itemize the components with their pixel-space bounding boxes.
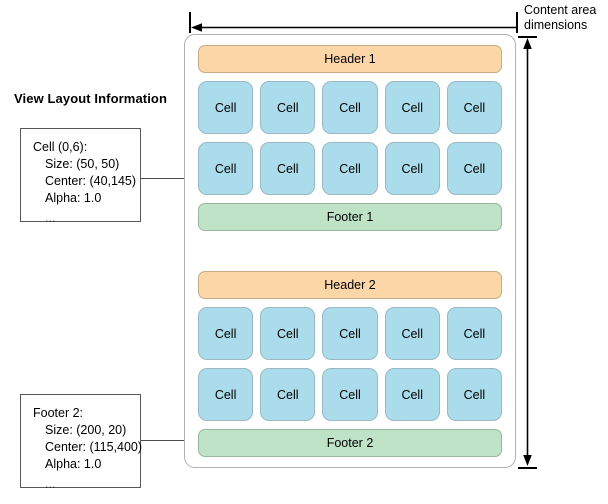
- cell[interactable]: Cell: [198, 81, 254, 134]
- cell[interactable]: Cell: [446, 368, 503, 421]
- width-arrow-icon: [191, 23, 516, 32]
- content-area-dimensions-label: Content area dimensions: [524, 3, 597, 32]
- cell[interactable]: Cell: [260, 81, 316, 134]
- cell[interactable]: Cell: [322, 368, 378, 421]
- header-bar-1: Header 1: [198, 45, 502, 73]
- section-1: Header 1 Cell Cell Cell Cell Cell Cell C…: [198, 45, 503, 231]
- info-line: Size: (50, 50): [45, 157, 120, 171]
- info-line: Cell (0,6):: [33, 140, 88, 154]
- info-line: Footer 2:: [33, 406, 84, 420]
- cell[interactable]: Cell: [198, 307, 254, 360]
- height-tick-bottom: [518, 467, 537, 469]
- cell-row: Cell Cell Cell Cell Cell: [198, 307, 503, 360]
- info-line: Size: (200, 20): [45, 423, 127, 437]
- cell-row: Cell Cell Cell Cell Cell: [198, 368, 503, 421]
- section-2: Header 2 Cell Cell Cell Cell Cell Cell C…: [198, 271, 503, 457]
- cell[interactable]: Cell: [260, 142, 316, 195]
- width-tick-right: [516, 12, 518, 33]
- cell[interactable]: Cell: [260, 307, 316, 360]
- cell-0-6[interactable]: Cell: [198, 142, 254, 195]
- page-title: View Layout Information: [14, 91, 168, 106]
- cell-row: Cell Cell Cell Cell Cell: [198, 142, 503, 195]
- footer-bar-1: Footer 1: [198, 203, 502, 231]
- info-line-ellipsis: ...: [45, 477, 56, 491]
- cell-info-callout: Cell (0,6): Size: (50, 50) Center: (40,1…: [20, 128, 141, 225]
- callout-connector-line-cell: [141, 178, 208, 179]
- info-line: Center: (40,145): [45, 174, 137, 188]
- footer-info-callout: Footer 2: Size: (200, 20) Center: (115,4…: [20, 394, 143, 491]
- cell[interactable]: Cell: [260, 368, 316, 421]
- cell[interactable]: Cell: [446, 142, 503, 195]
- cell-row: Cell Cell Cell Cell Cell: [198, 81, 503, 134]
- header-bar-2: Header 2: [198, 271, 502, 299]
- cell[interactable]: Cell: [198, 368, 254, 421]
- cell[interactable]: Cell: [322, 81, 378, 134]
- info-line-ellipsis: ...: [45, 211, 56, 225]
- info-line: Alpha: 1.0: [45, 191, 102, 205]
- cell[interactable]: Cell: [446, 81, 503, 134]
- footer-bar-2: Footer 2: [198, 429, 502, 457]
- cell[interactable]: Cell: [322, 142, 378, 195]
- width-tick-left: [189, 12, 191, 33]
- height-arrow-icon: [523, 38, 532, 466]
- callout-connector-line-footer: [141, 440, 208, 441]
- height-tick-top: [518, 36, 537, 38]
- cell[interactable]: Cell: [384, 307, 440, 360]
- cell[interactable]: Cell: [384, 142, 440, 195]
- info-line: Center: (115,400): [45, 440, 143, 454]
- cell[interactable]: Cell: [384, 81, 440, 134]
- cell[interactable]: Cell: [446, 307, 503, 360]
- cell[interactable]: Cell: [322, 307, 378, 360]
- info-line: Alpha: 1.0: [45, 457, 102, 471]
- cell[interactable]: Cell: [384, 368, 440, 421]
- content-area-container: Header 1 Cell Cell Cell Cell Cell Cell C…: [184, 34, 516, 468]
